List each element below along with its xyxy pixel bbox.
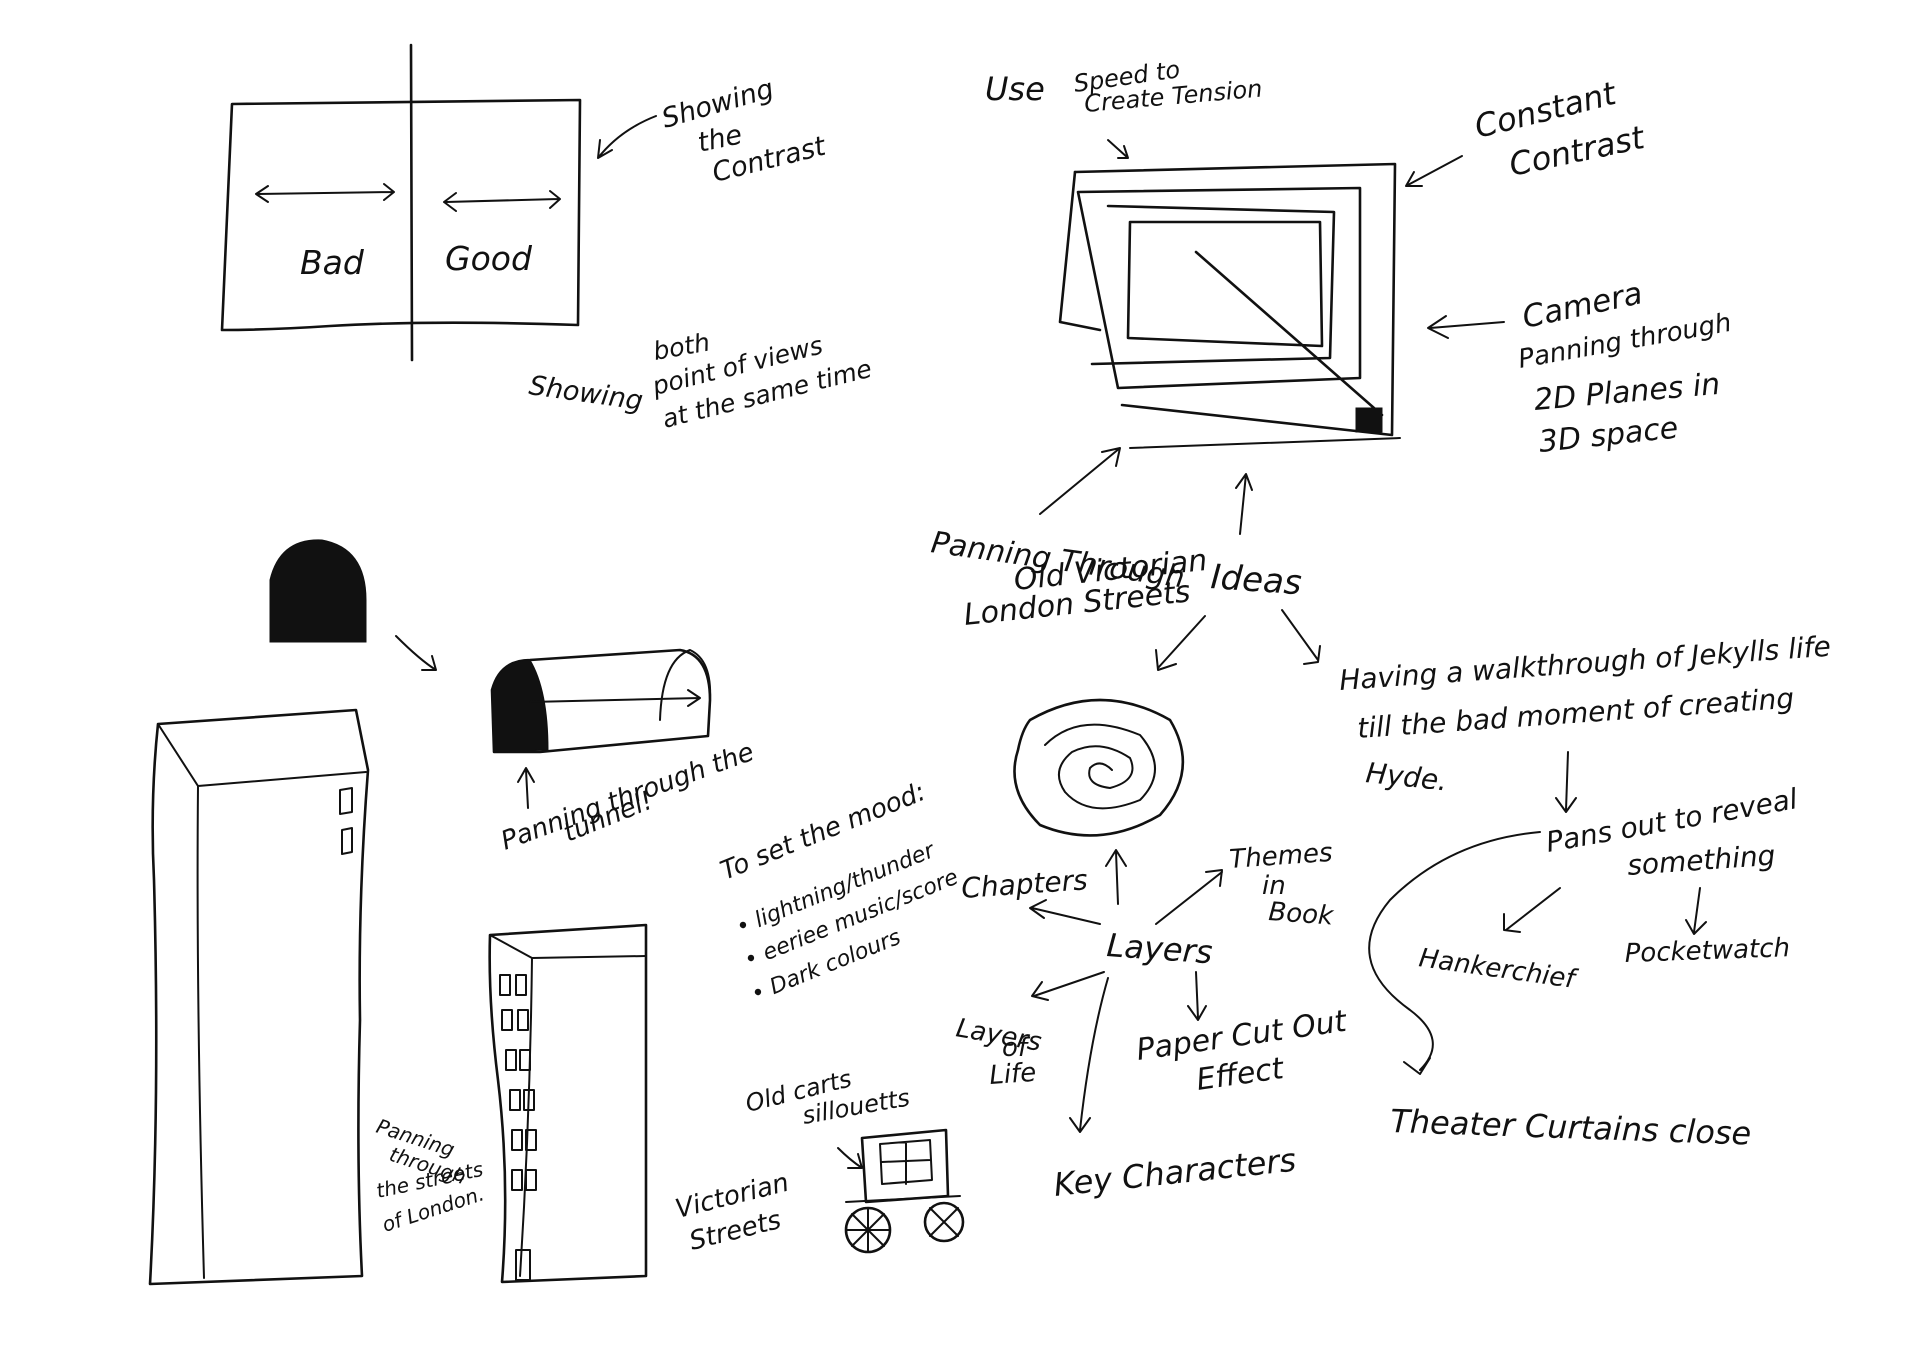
arrow-camera bbox=[1427, 315, 1505, 339]
double-arrow-bad bbox=[255, 183, 395, 203]
cart-wheel-back bbox=[923, 1201, 965, 1243]
arrow-layers-to-swirl bbox=[1105, 849, 1127, 905]
split-screen-sketch: Bad Good Showing the Contrast Showing bo… bbox=[220, 43, 875, 434]
split-screen-divider bbox=[409, 43, 414, 362]
arrow-ideas-to-walkthrough bbox=[1281, 609, 1321, 665]
arrow-speed bbox=[1107, 139, 1129, 159]
arrow-layers-to-life bbox=[1031, 971, 1105, 1001]
short-building bbox=[488, 923, 648, 1284]
themes-1: Themes bbox=[1228, 838, 1333, 875]
label-bad: Bad bbox=[300, 243, 365, 282]
key-characters: Key Characters bbox=[1052, 1141, 1298, 1204]
arrow-ideas-to-planes bbox=[1235, 473, 1253, 535]
plane-diagonal bbox=[1194, 250, 1384, 417]
plane-corner-mark bbox=[1355, 407, 1383, 433]
cart-window bbox=[879, 1139, 933, 1185]
tunnel-arch-dark bbox=[269, 539, 367, 643]
arrow-carts-note bbox=[837, 1147, 863, 1169]
curve-to-curtains bbox=[1368, 831, 1541, 1075]
plane-base-line bbox=[1129, 437, 1401, 449]
note-camera-4: 3D space bbox=[1537, 411, 1680, 460]
plane-2 bbox=[1076, 186, 1362, 390]
layers-mind-map: Layers Chapters Themes in Book Layers of… bbox=[954, 698, 1350, 1204]
tunnel-far-end bbox=[659, 649, 712, 721]
arrow-victorian-to-planes bbox=[1039, 447, 1121, 515]
arrow-layers-to-paper bbox=[1187, 971, 1207, 1021]
label-good: Good bbox=[445, 239, 533, 278]
note-camera-3: 2D Planes in bbox=[1533, 367, 1722, 418]
pocketwatch: Pocketwatch bbox=[1624, 933, 1790, 969]
plane-front bbox=[1126, 220, 1324, 348]
layered-planes-sketch: Use Speed to Create Tension Constant Con… bbox=[929, 55, 1734, 633]
layers-center: Layers bbox=[1105, 926, 1213, 971]
swirl-outer bbox=[1013, 698, 1185, 837]
double-arrow-good bbox=[443, 190, 561, 212]
walkthrough-3: Hyde. bbox=[1364, 756, 1449, 797]
note-speed-1: Use bbox=[985, 70, 1045, 108]
life-1: Layers bbox=[954, 1013, 1044, 1057]
plane-1 bbox=[1090, 204, 1336, 366]
cart-spokes bbox=[845, 1207, 959, 1253]
cart-base bbox=[845, 1195, 961, 1203]
curtains: Theater Curtains close bbox=[1390, 1102, 1752, 1153]
ideas-center: Ideas bbox=[1209, 557, 1303, 603]
arrow-layers-to-themes bbox=[1155, 869, 1223, 925]
life-2: of bbox=[1002, 1033, 1031, 1063]
tall-building-windows bbox=[339, 787, 353, 855]
arrow-layers-to-characters bbox=[1069, 977, 1109, 1133]
arrow-to-handkerchief bbox=[1503, 887, 1561, 933]
arrow-ideas-to-layers bbox=[1155, 615, 1206, 671]
arrow-tunnel-note bbox=[517, 767, 535, 809]
plane-3 bbox=[1058, 170, 1102, 332]
split-screen-frame bbox=[220, 98, 582, 332]
themes-2: in bbox=[1262, 871, 1286, 901]
themes-3: Book bbox=[1268, 897, 1336, 932]
note-both-1: Showing bbox=[527, 370, 645, 417]
arrow-to-pocketwatch bbox=[1685, 887, 1707, 935]
tall-building-roofline bbox=[157, 723, 367, 1279]
mood-list: To set the mood: • lightning/thunder • e… bbox=[716, 777, 962, 1008]
arrow-constant bbox=[1405, 155, 1463, 187]
arrow-layers-to-chapters bbox=[1029, 899, 1101, 925]
short-building-windows bbox=[499, 974, 537, 1281]
street-buildings: Panning through the streets of London. V… bbox=[148, 708, 792, 1286]
arrow-arch-to-tunnel bbox=[395, 635, 437, 671]
tunnel-mouth bbox=[491, 659, 549, 753]
tall-building bbox=[148, 708, 370, 1286]
handkerchief: Hankerchief bbox=[1417, 943, 1580, 995]
tunnel-sketch: Panning through the tunnel! bbox=[269, 539, 758, 857]
pans-out-2: something bbox=[1626, 839, 1776, 882]
tunnel-arrow bbox=[529, 689, 701, 707]
chapters: Chapters bbox=[960, 863, 1089, 905]
swirl-inner bbox=[1044, 723, 1156, 810]
arrow-to-pans-out bbox=[1555, 751, 1577, 813]
short-building-roofline bbox=[489, 934, 647, 1277]
arrow-to-frame bbox=[597, 115, 657, 159]
plane-back bbox=[1073, 162, 1397, 437]
life-3: Life bbox=[988, 1058, 1037, 1091]
